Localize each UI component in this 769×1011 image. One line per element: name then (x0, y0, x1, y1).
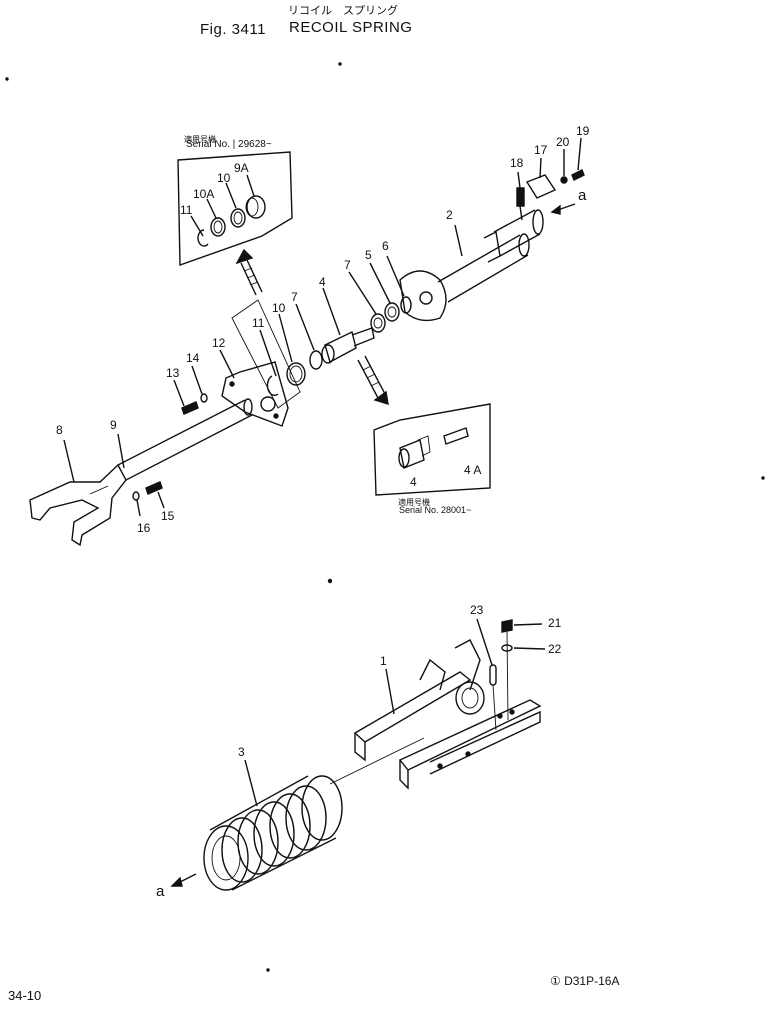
figure-number: Fig. 3411 (200, 21, 266, 38)
ring-10a-inset (210, 217, 226, 237)
callout-2: 2 (446, 208, 453, 222)
top-inset-box (177, 151, 293, 266)
callout-6: 6 (382, 239, 389, 253)
ring-7 (370, 313, 386, 333)
snap-ring-11b (266, 375, 279, 397)
ring-10-inset (230, 208, 246, 228)
callout-4a: 4 A (464, 463, 482, 477)
callout-11: 11 (252, 316, 265, 330)
callout-18: 18 (510, 156, 524, 170)
piston-4 (321, 327, 375, 364)
leader-lines (63, 137, 582, 807)
bolt-13 (181, 401, 199, 415)
callout-10: 10 (272, 301, 286, 315)
callout-7: 7 (344, 258, 351, 272)
callout-23: 23 (470, 603, 484, 617)
callout-16: 16 (137, 521, 151, 535)
speck (761, 476, 765, 480)
frame-1 (353, 639, 542, 790)
callout-14: 14 (186, 351, 200, 365)
rod-2 (399, 209, 544, 322)
callout-13: 13 (166, 366, 180, 380)
callout-22: 22 (548, 642, 562, 656)
hatched-arrow-up (235, 248, 263, 296)
top-inset-serial: Serial No. | 29628~ (186, 139, 272, 150)
washer-14 (200, 393, 208, 403)
pin-23-leader (492, 684, 497, 731)
bolt-19 (571, 169, 585, 181)
callout-4: 4 (319, 275, 326, 289)
pin-23 (489, 664, 497, 686)
washer-20 (560, 176, 568, 184)
callout-1: 1 (380, 654, 387, 668)
fitting-stem (519, 205, 523, 221)
bolt-21-leader (506, 631, 509, 721)
callout-19: 19 (576, 124, 590, 138)
bottom-inset-serial: Serial No. 28001~ (399, 505, 472, 515)
figure-title: RECOIL SPRING (289, 19, 413, 36)
callout-10-inset: 10 (217, 171, 231, 185)
grease-fitting-18 (516, 187, 525, 207)
drawing-code: ① D31P-16A (550, 974, 620, 988)
bottom-inset-box (373, 403, 491, 496)
bushing-9a-inset (246, 195, 266, 219)
washer-16 (132, 491, 140, 501)
bottom-inset-serial-jp: 適用号機 (398, 498, 430, 507)
ring-6 (400, 296, 412, 314)
callout-12: 12 (212, 336, 226, 350)
callout-17: 17 (534, 143, 548, 157)
ring-10b (286, 362, 306, 386)
bolt-21 (501, 619, 513, 633)
callout-10a: 10A (193, 187, 215, 201)
callout-11-inset: 11 (180, 203, 193, 217)
spring-3 (203, 775, 343, 891)
callout-9: 9 (110, 418, 117, 432)
ring-7-inner (373, 317, 383, 329)
bracket-outline (231, 299, 301, 409)
callout-3: 3 (238, 745, 245, 759)
reference-a-bottom: a (156, 883, 165, 900)
speck (5, 77, 9, 81)
callout-4-inset: 4 (410, 475, 417, 489)
callout-8: 8 (56, 423, 63, 437)
speck (327, 578, 333, 584)
reference-a-top: a (578, 187, 587, 204)
callout-21: 21 (548, 616, 562, 630)
ring-7b (309, 350, 323, 370)
title-japanese: リコイル スプリング (288, 5, 398, 17)
callout-9a: 9A (234, 161, 249, 175)
arrow-a-bottom-head (170, 876, 183, 887)
plate-12 (221, 361, 289, 427)
ring-10b-inner (289, 365, 303, 383)
bolt-15 (145, 481, 163, 495)
ring-5 (384, 302, 400, 322)
top-inset-serial-jp: 適用号機 (184, 135, 216, 144)
snap-ring-11-inset (197, 229, 209, 247)
callout-5: 5 (365, 248, 372, 262)
ring-5-inner (387, 306, 397, 318)
speck (266, 968, 270, 972)
bracket-17 (525, 174, 557, 199)
arrow-a-top-head (550, 204, 561, 215)
yoke-rod-8-9 (29, 398, 253, 547)
assembly-line (329, 737, 425, 785)
callout-7b: 7 (291, 290, 298, 304)
speck (338, 62, 342, 66)
hatched-arrow-down (357, 355, 389, 406)
callout-15: 15 (161, 509, 175, 523)
page-number: 34-10 (8, 988, 42, 1003)
callout-20: 20 (556, 135, 570, 149)
